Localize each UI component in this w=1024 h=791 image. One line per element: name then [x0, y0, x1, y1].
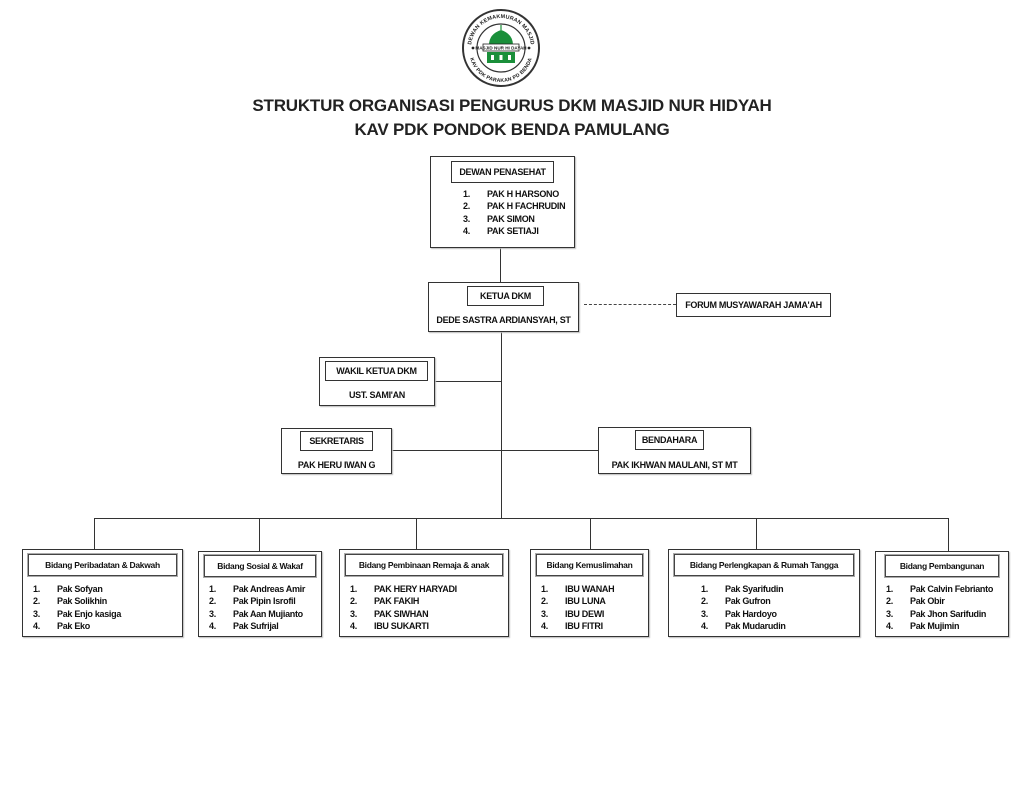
dewan-penasehat-members: 1.PAK H HARSONO 2.PAK H FACHRUDIN 3.PAK … — [463, 188, 566, 237]
member-item: 2.Pak Obir — [886, 596, 945, 607]
bidang-title: Bidang Perlengkapan & Rumah Tangga — [674, 554, 854, 576]
forum-musyawarah-box: FORUM MUSYAWARAH JAMA'AH — [676, 293, 831, 317]
bendahara-box: BENDAHARA PAK IKHWAN MAULANI, ST MT — [598, 427, 751, 474]
ketua-name: DEDE SASTRA ARDIANSYAH, ST — [436, 315, 571, 325]
chart-title-line2: KAV PDK PONDOK BENDA PAMULANG — [354, 120, 670, 139]
bidang-pembinaan-box: Bidang Pembinaan Remaja & anak 1.PAK HER… — [339, 549, 509, 637]
member-item: 2.PAK FAKIH — [350, 596, 420, 607]
member-item: 1.Pak Syarifudin — [701, 584, 784, 594]
dewan-penasehat-title: DEWAN PENASEHAT — [451, 161, 554, 183]
ketua-box: KETUA DKM DEDE SASTRA ARDIANSYAH, ST — [428, 282, 579, 332]
connector-bidang-6 — [948, 518, 949, 551]
sekretaris-name: PAK HERU IWAN G — [297, 460, 376, 470]
member-item: 2.IBU LUNA — [541, 596, 606, 607]
member-item: 2.PAK H FACHRUDIN — [463, 201, 566, 212]
bidang-title: Bidang Peribadatan & Dakwah — [28, 554, 177, 576]
member-item: 3.Pak Enjo kasiga — [33, 608, 122, 619]
bidang-title: Bidang Pembinaan Remaja & anak — [345, 554, 503, 576]
bidang-peribadatan-box: Bidang Peribadatan & Dakwah 1.Pak Sofyan… — [22, 549, 183, 637]
connector-ketua-main — [501, 331, 502, 519]
member-item: 2.Pak Pipin Isrofil — [209, 596, 296, 607]
connector-bidang-4 — [590, 518, 591, 549]
dkm-logo: DEWAN KEMAKMURAN MASJID KAV PDK PARAKAN … — [459, 7, 543, 89]
member-item: 4.IBU SUKARTI — [350, 620, 429, 631]
connector-ketua-forum — [584, 304, 676, 305]
bidang-sosial-box: Bidang Sosial & Wakaf 1.Pak Andreas Amir… — [198, 551, 322, 637]
member-item: 3.PAK SIWHAN — [350, 608, 429, 619]
wakil-ketua-box: WAKIL KETUA DKM UST. SAMI'AN — [319, 357, 435, 406]
bidang-pembangunan-box: Bidang Pembangunan 1.Pak Calvin Febriant… — [875, 551, 1009, 637]
member-item: 3.Pak Aan Mujianto — [209, 608, 303, 619]
chart-title-line1: STRUKTUR ORGANISASI PENGURUS DKM MASJID … — [252, 96, 772, 115]
member-item: 2.Pak Gufron — [701, 596, 771, 607]
bendahara-name: PAK IKHWAN MAULANI, ST MT — [611, 460, 738, 470]
mosque-logo-icon: DEWAN KEMAKMURAN MASJID KAV PDK PARAKAN … — [462, 9, 540, 87]
wakil-ketua-name: UST. SAMI'AN — [348, 390, 406, 400]
ketua-title: KETUA DKM — [467, 286, 544, 306]
bidang-members: 1.Pak Calvin Febrianto 2.Pak Obir 3.Pak … — [886, 583, 993, 632]
bidang-members: 1.PAK HERY HARYADI 2.PAK FAKIH 3.PAK SIW… — [350, 583, 457, 632]
connector-bidang-2 — [259, 518, 260, 551]
member-item: 4.Pak Sufrijal — [209, 620, 279, 631]
member-item: 1.IBU WANAH — [541, 584, 615, 594]
bidang-members: 1.Pak Syarifudin 2.Pak Gufron 3.Pak Hard… — [701, 583, 786, 632]
bidang-title: Bidang Pembangunan — [885, 555, 999, 577]
bidang-members: 1.Pak Andreas Amir 2.Pak Pipin Isrofil 3… — [209, 583, 305, 632]
bidang-kemuslimahan-box: Bidang Kemuslimahan 1.IBU WANAH 2.IBU LU… — [530, 549, 649, 637]
member-item: 3.Pak Jhon Sarifudin — [886, 608, 987, 619]
bidang-members: 1.IBU WANAH 2.IBU LUNA 3.IBU DEWI 4.IBU … — [541, 583, 615, 632]
member-item: 1.PAK H HARSONO — [463, 189, 559, 199]
member-item: 4.Pak Eko — [33, 620, 90, 631]
connector-bidang-3 — [416, 518, 417, 549]
bidang-title: Bidang Kemuslimahan — [536, 554, 643, 576]
connector-bidang-1 — [94, 518, 95, 549]
sekretaris-title: SEKRETARIS — [300, 431, 373, 451]
member-item: 2.Pak Solikhin — [33, 596, 107, 607]
sekretaris-box: SEKRETARIS PAK HERU IWAN G — [281, 428, 392, 474]
bidang-perlengkapan-box: Bidang Perlengkapan & Rumah Tangga 1.Pak… — [668, 549, 860, 637]
connector-penasehat-ketua — [500, 247, 501, 282]
connector-bidang-5 — [756, 518, 757, 549]
bidang-title: Bidang Sosial & Wakaf — [204, 555, 316, 577]
member-item: 3.PAK SIMON — [463, 213, 535, 224]
member-item: 3.IBU DEWI — [541, 608, 605, 619]
member-item: 3.Pak Hardoyo — [701, 608, 777, 619]
wakil-ketua-title: WAKIL KETUA DKM — [325, 361, 428, 381]
svg-text:MASJID NUR HI DAYAH: MASJID NUR HI DAYAH — [475, 45, 527, 50]
member-item: 4.IBU FITRI — [541, 620, 603, 631]
member-item: 1.Pak Sofyan — [33, 584, 103, 594]
member-item: 1.Pak Andreas Amir — [209, 584, 306, 594]
bendahara-title: BENDAHARA — [635, 430, 704, 450]
member-item: 4.Pak Mudarudin — [701, 620, 786, 631]
connector-bidang-bus — [94, 518, 949, 519]
dewan-penasehat-box: DEWAN PENASEHAT 1.PAK H HARSONO 2.PAK H … — [430, 156, 575, 248]
connector-wakil — [434, 381, 501, 382]
bidang-members: 1.Pak Sofyan 2.Pak Solikhin 3.Pak Enjo k… — [33, 583, 121, 632]
connector-sekretaris-bendahara — [391, 450, 598, 451]
member-item: 1.PAK HERY HARYADI — [350, 584, 457, 594]
member-item: 4.PAK SETIAJI — [463, 225, 539, 236]
member-item: 4.Pak Mujimin — [886, 620, 960, 631]
member-item: 1.Pak Calvin Febrianto — [886, 584, 994, 594]
